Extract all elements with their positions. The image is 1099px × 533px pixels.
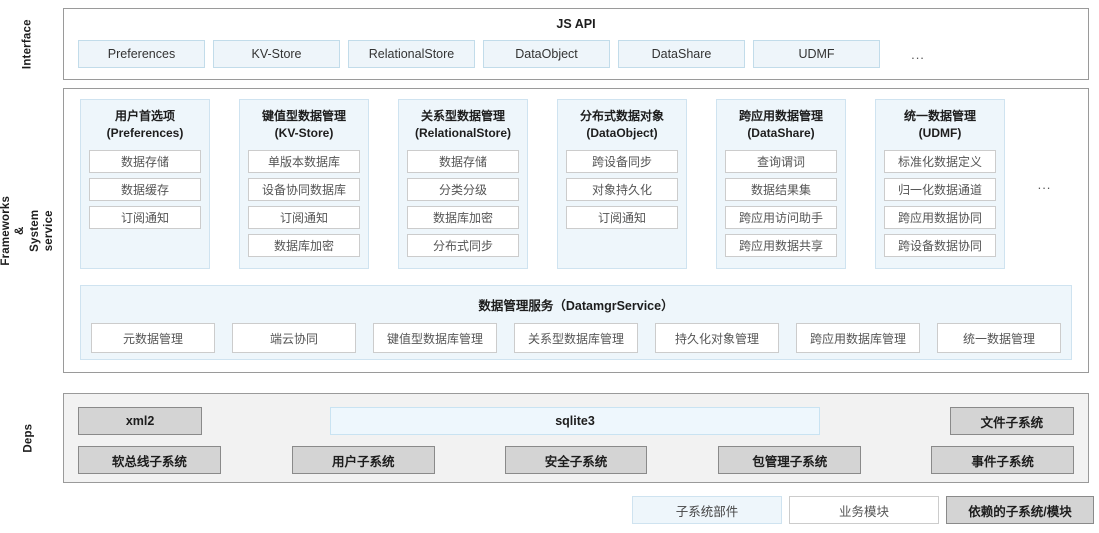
datamgr-service-row: 元数据管理端云协同键值型数据库管理关系型数据库管理持久化对象管理跨应用数据库管理… [81, 314, 1071, 364]
legend-item-gray: 依赖的子系统/模块 [946, 496, 1094, 524]
js-api-item-kv-store[interactable]: KV-Store [213, 40, 340, 68]
deps-panel: xml2 sqlite3 文件子系统 软总线子系统 用户子系统 安全子系统 包管理子系统 事… [63, 393, 1089, 483]
framework-column-title-en: (RelationalStore) [414, 126, 511, 141]
side-label-interface: Interface [0, 8, 56, 80]
framework-column-title-en: (UDMF) [918, 126, 962, 141]
deps-row-2: 软总线子系统 用户子系统 安全子系统 包管理子系统 事件子系统 [78, 446, 1074, 474]
framework-column-title-cn: 键值型数据管理 [261, 109, 346, 123]
datamgr-service-item[interactable]: 端云协同 [232, 323, 356, 353]
interface-panel: JS API Preferences KV-Store RelationalStor… [63, 8, 1089, 80]
datamgr-service-panel: 数据管理服务（DatamgrService） 元数据管理端云协同键值型数据库管理… [80, 285, 1072, 360]
js-api-item-dataobject[interactable]: DataObject [483, 40, 610, 68]
framework-column-title-cn: 分布式数据对象 [579, 109, 664, 123]
framework-column-dataobject: 分布式数据对象 (DataObject) 跨设备同步对象持久化订阅通知 [557, 99, 687, 269]
framework-column-title-cn: 关系型数据管理 [420, 109, 505, 123]
datamgr-service-item[interactable]: 持久化对象管理 [655, 323, 779, 353]
framework-item[interactable]: 分类分级 [407, 177, 519, 201]
framework-item[interactable]: 订阅通知 [566, 205, 678, 229]
framework-item-list: 单版本数据库设备协同数据库订阅通知数据库加密 [248, 149, 360, 257]
dep-box-xml2[interactable]: xml2 [78, 407, 203, 435]
framework-item[interactable]: 跨应用访问助手 [725, 205, 837, 229]
datamgr-service-title: 数据管理服务（DatamgrService） [478, 299, 674, 313]
framework-column-relationalstore: 关系型数据管理 (RelationalStore) 数据存储分类分级数据库加密分布式… [398, 99, 528, 269]
framework-column-title: 跨应用数据管理 (DataShare) [725, 108, 837, 143]
side-label-frameworks-text: Frameworks & System service [0, 196, 57, 266]
framework-item[interactable]: 标准化数据定义 [884, 149, 996, 173]
dep-box-软总线子系统[interactable]: 软总线子系统 [78, 446, 221, 474]
dep-box-用户子系统[interactable]: 用户子系统 [291, 446, 435, 474]
framework-column-title-en: (DataShare) [747, 126, 815, 141]
js-api-item-preferences[interactable]: Preferences [78, 40, 205, 68]
framework-column-title-en: (DataObject) [586, 126, 658, 141]
framework-column-title: 用户首选项 (Preferences) [89, 108, 201, 143]
datamgr-service-item[interactable]: 统一数据管理 [937, 323, 1061, 353]
framework-column-title: 键值型数据管理 (KV-Store) [248, 108, 360, 143]
framework-column-datashare: 跨应用数据管理 (DataShare) 查询谓词数据结果集跨应用访问助手跨应用数据共… [716, 99, 846, 269]
side-label-frameworks-line1: Frameworks & [0, 195, 27, 266]
framework-item[interactable]: 单版本数据库 [248, 149, 360, 173]
framework-item-list: 查询谓词数据结果集跨应用访问助手跨应用数据共享 [725, 149, 837, 257]
side-label-frameworks: Frameworks & System service [0, 88, 56, 373]
framework-item-list: 跨设备同步对象持久化订阅通知 [566, 149, 678, 229]
framework-column-title: 关系型数据管理 (RelationalStore) [407, 108, 519, 143]
framework-item[interactable]: 跨应用数据协同 [884, 205, 996, 229]
datamgr-service-item[interactable]: 元数据管理 [91, 323, 215, 353]
framework-item-list: 标准化数据定义归一化数据通道跨应用数据协同跨设备数据协同 [884, 149, 996, 257]
framework-item[interactable]: 数据结果集 [725, 177, 837, 201]
legend: 子系统部件业务模块依赖的子系统/模块 [632, 496, 1094, 524]
dep-box-包管理子系统[interactable]: 包管理子系统 [718, 446, 862, 474]
framework-column-preferences: 用户首选项 (Preferences) 数据存储数据缓存订阅通知 [80, 99, 210, 269]
framework-item[interactable]: 跨设备数据协同 [884, 233, 996, 257]
dep-box-sqlite3[interactable]: sqlite3 [330, 407, 820, 435]
framework-column-title-en: (KV-Store) [274, 126, 334, 141]
framework-column-title-en: (Preferences) [106, 126, 184, 141]
datamgr-service-item[interactable]: 键值型数据库管理 [373, 323, 497, 353]
framework-column-title-cn: 跨应用数据管理 [738, 109, 823, 123]
framework-item[interactable]: 数据库加密 [248, 233, 360, 257]
framework-column-title: 统一数据管理 (UDMF) [884, 108, 996, 143]
framework-item[interactable]: 跨设备同步 [566, 149, 678, 173]
dep-box-安全子系统[interactable]: 安全子系统 [504, 446, 648, 474]
framework-item-list: 数据存储分类分级数据库加密分布式同步 [407, 149, 519, 257]
framework-columns: 用户首选项 (Preferences) 数据存储数据缓存订阅通知 键值型数据管理 (KV… [80, 99, 1072, 269]
side-label-deps-text: Deps [21, 423, 34, 453]
framework-columns-ellipsis: ... [1037, 176, 1052, 192]
js-api-title: JS API [556, 17, 596, 31]
framework-item[interactable]: 归一化数据通道 [884, 177, 996, 201]
js-api-item-relationalstore[interactable]: RelationalStore [348, 40, 475, 68]
framework-item[interactable]: 数据存储 [89, 149, 201, 173]
framework-item[interactable]: 跨应用数据共享 [725, 233, 837, 257]
js-api-ellipsis: ... [911, 46, 925, 62]
framework-item[interactable]: 数据存储 [407, 149, 519, 173]
framework-item[interactable]: 对象持久化 [566, 177, 678, 201]
framework-item[interactable]: 分布式同步 [407, 233, 519, 257]
side-label-interface-text: Interface [21, 19, 34, 69]
framework-column-title-cn: 用户首选项 [114, 109, 175, 123]
framework-item[interactable]: 订阅通知 [248, 205, 360, 229]
framework-item[interactable]: 查询谓词 [725, 149, 837, 173]
framework-item-list: 数据存储数据缓存订阅通知 [89, 149, 201, 229]
deps-row-1: xml2 sqlite3 文件子系统 [78, 407, 1074, 435]
dep-box-文件子系统[interactable]: 文件子系统 [949, 407, 1074, 435]
framework-item[interactable]: 数据缓存 [89, 177, 201, 201]
js-api-row: Preferences KV-Store RelationalStore DataOb… [78, 40, 1074, 68]
framework-item[interactable]: 数据库加密 [407, 205, 519, 229]
side-label-deps: Deps [0, 393, 56, 483]
framework-column-title-cn: 统一数据管理 [903, 109, 976, 123]
framework-item[interactable]: 订阅通知 [89, 205, 201, 229]
framework-column-udmf: 统一数据管理 (UDMF) 标准化数据定义归一化数据通道跨应用数据协同跨设备数据协同 [875, 99, 1005, 269]
side-label-frameworks-line2: System service [29, 209, 56, 252]
js-api-item-udmf[interactable]: UDMF [753, 40, 880, 68]
dep-box-事件子系统[interactable]: 事件子系统 [931, 446, 1074, 474]
js-api-item-datashare[interactable]: DataShare [618, 40, 745, 68]
datamgr-service-item[interactable]: 关系型数据库管理 [514, 323, 638, 353]
framework-column-kv-store: 键值型数据管理 (KV-Store) 单版本数据库设备协同数据库订阅通知数据库加密 [239, 99, 369, 269]
frameworks-panel: 用户首选项 (Preferences) 数据存储数据缓存订阅通知 键值型数据管理 (KV… [63, 88, 1089, 373]
legend-item-blue: 子系统部件 [632, 496, 782, 524]
framework-column-title: 分布式数据对象 (DataObject) [566, 108, 678, 143]
framework-item[interactable]: 设备协同数据库 [248, 177, 360, 201]
legend-item-white: 业务模块 [789, 496, 939, 524]
datamgr-service-item[interactable]: 跨应用数据库管理 [796, 323, 920, 353]
